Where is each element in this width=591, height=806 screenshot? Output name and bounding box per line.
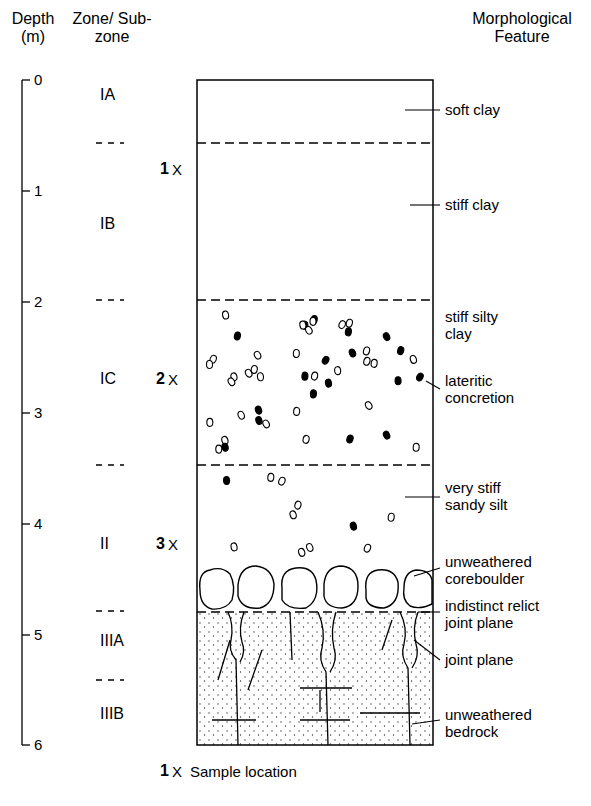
concretion	[207, 418, 213, 426]
concretion	[346, 434, 354, 444]
depth-tick: 2	[34, 293, 58, 310]
column-header: Zone/ Sub-zone	[70, 10, 154, 47]
concretion	[298, 548, 306, 557]
concretion	[289, 510, 297, 519]
concretion	[382, 430, 391, 440]
sample-mark: X	[172, 161, 188, 178]
concretion	[234, 331, 242, 340]
concretion	[253, 350, 262, 360]
axis-title: Depth (m)	[6, 10, 60, 47]
concretion	[254, 405, 262, 415]
sample-number: 2	[156, 370, 170, 388]
concretion	[255, 416, 263, 425]
feature-label: soft clay	[445, 101, 585, 118]
feature-label: stiff silty clay	[445, 308, 507, 343]
concretion	[325, 379, 332, 388]
bedrock-stipple	[197, 612, 433, 745]
concretion	[409, 355, 417, 364]
depth-tick: 1	[34, 182, 58, 199]
zone-name: IA	[100, 86, 150, 104]
zone-name: IIIB	[100, 705, 150, 723]
sample-mark: X	[168, 371, 184, 388]
concretion	[371, 359, 378, 368]
concretion	[345, 327, 352, 336]
concretion	[338, 320, 347, 330]
zone-name: IC	[100, 370, 150, 388]
coreboulders	[200, 566, 432, 609]
concretion	[363, 346, 371, 355]
concretion	[222, 311, 229, 320]
layer-boundaries	[197, 143, 433, 612]
concretion	[364, 401, 373, 411]
concretion	[293, 349, 300, 357]
concretion	[302, 372, 309, 380]
legend-sample-mark: X	[172, 763, 188, 780]
joint-planes	[212, 612, 420, 745]
zone-name: II	[100, 535, 150, 553]
depth-tick: 3	[34, 404, 58, 421]
concretion	[267, 473, 274, 482]
concretion	[305, 543, 314, 553]
zone-name: IB	[100, 215, 150, 233]
concretion	[310, 317, 316, 325]
concretion	[413, 443, 419, 451]
depth-tick: 0	[34, 71, 58, 88]
concretion	[251, 365, 258, 374]
concretion	[310, 390, 317, 398]
concretion	[257, 372, 264, 381]
concretion	[321, 355, 330, 365]
feature-label: lateritic concretion	[445, 372, 525, 407]
lateritic-concretions	[206, 311, 424, 558]
concretion	[227, 377, 236, 387]
depth-axis	[22, 80, 30, 745]
concretion	[348, 348, 357, 358]
profile-column	[197, 80, 433, 745]
column-header: Morphological Feature	[458, 10, 586, 47]
concretion	[230, 542, 238, 551]
legend-sample-number: 1	[160, 762, 174, 780]
concretion	[382, 332, 391, 342]
concretion	[237, 410, 246, 420]
concretion	[388, 513, 395, 522]
feature-label: unweathered bedrock	[445, 706, 555, 741]
concretion	[221, 443, 229, 452]
feature-label: indistinct relict joint plane	[445, 597, 570, 632]
concretion	[206, 360, 212, 368]
concretion	[311, 372, 319, 381]
concretion	[223, 476, 230, 484]
sample-number: 1	[160, 160, 174, 178]
concretion	[304, 325, 313, 335]
concretion	[262, 419, 271, 429]
concretion	[345, 319, 353, 328]
concretion	[395, 377, 401, 385]
sample-mark: X	[168, 536, 184, 553]
feature-label: joint plane	[445, 651, 585, 668]
feature-label: stiff clay	[445, 196, 585, 213]
concretion	[363, 357, 371, 366]
concretion	[334, 366, 341, 375]
concretion	[349, 521, 357, 530]
legend-text: Sample location	[190, 763, 390, 780]
depth-tick: 5	[34, 626, 58, 643]
concretion	[397, 346, 405, 355]
concretion	[293, 407, 300, 416]
feature-label: very stiff sandy silt	[445, 479, 541, 514]
concretion	[294, 501, 302, 510]
leader-lines	[405, 110, 440, 724]
depth-tick: 6	[34, 736, 58, 753]
concretion	[302, 435, 310, 444]
concretion	[216, 445, 222, 453]
feature-label: unweathered coreboulder	[445, 553, 555, 588]
concretion	[278, 476, 287, 486]
depth-tick: 4	[34, 515, 58, 532]
concretion	[415, 372, 424, 382]
sample-number: 3	[156, 535, 170, 553]
concretion	[363, 543, 372, 553]
zone-name: IIIA	[100, 632, 150, 650]
